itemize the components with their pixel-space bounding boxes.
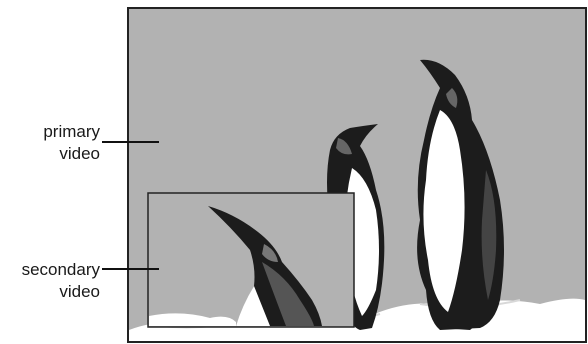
secondary-video-label-line2: video xyxy=(4,281,100,303)
primary-video-label: primary video xyxy=(20,121,100,165)
secondary-video-leader-line xyxy=(102,268,159,270)
primary-video-label-line1: primary xyxy=(20,121,100,143)
primary-video-leader-line xyxy=(102,141,159,143)
secondary-video-label-line1: secondary xyxy=(4,259,100,281)
secondary-video-frame xyxy=(148,193,354,327)
primary-video-label-line2: video xyxy=(20,143,100,165)
secondary-video-label: secondary video xyxy=(4,259,100,303)
